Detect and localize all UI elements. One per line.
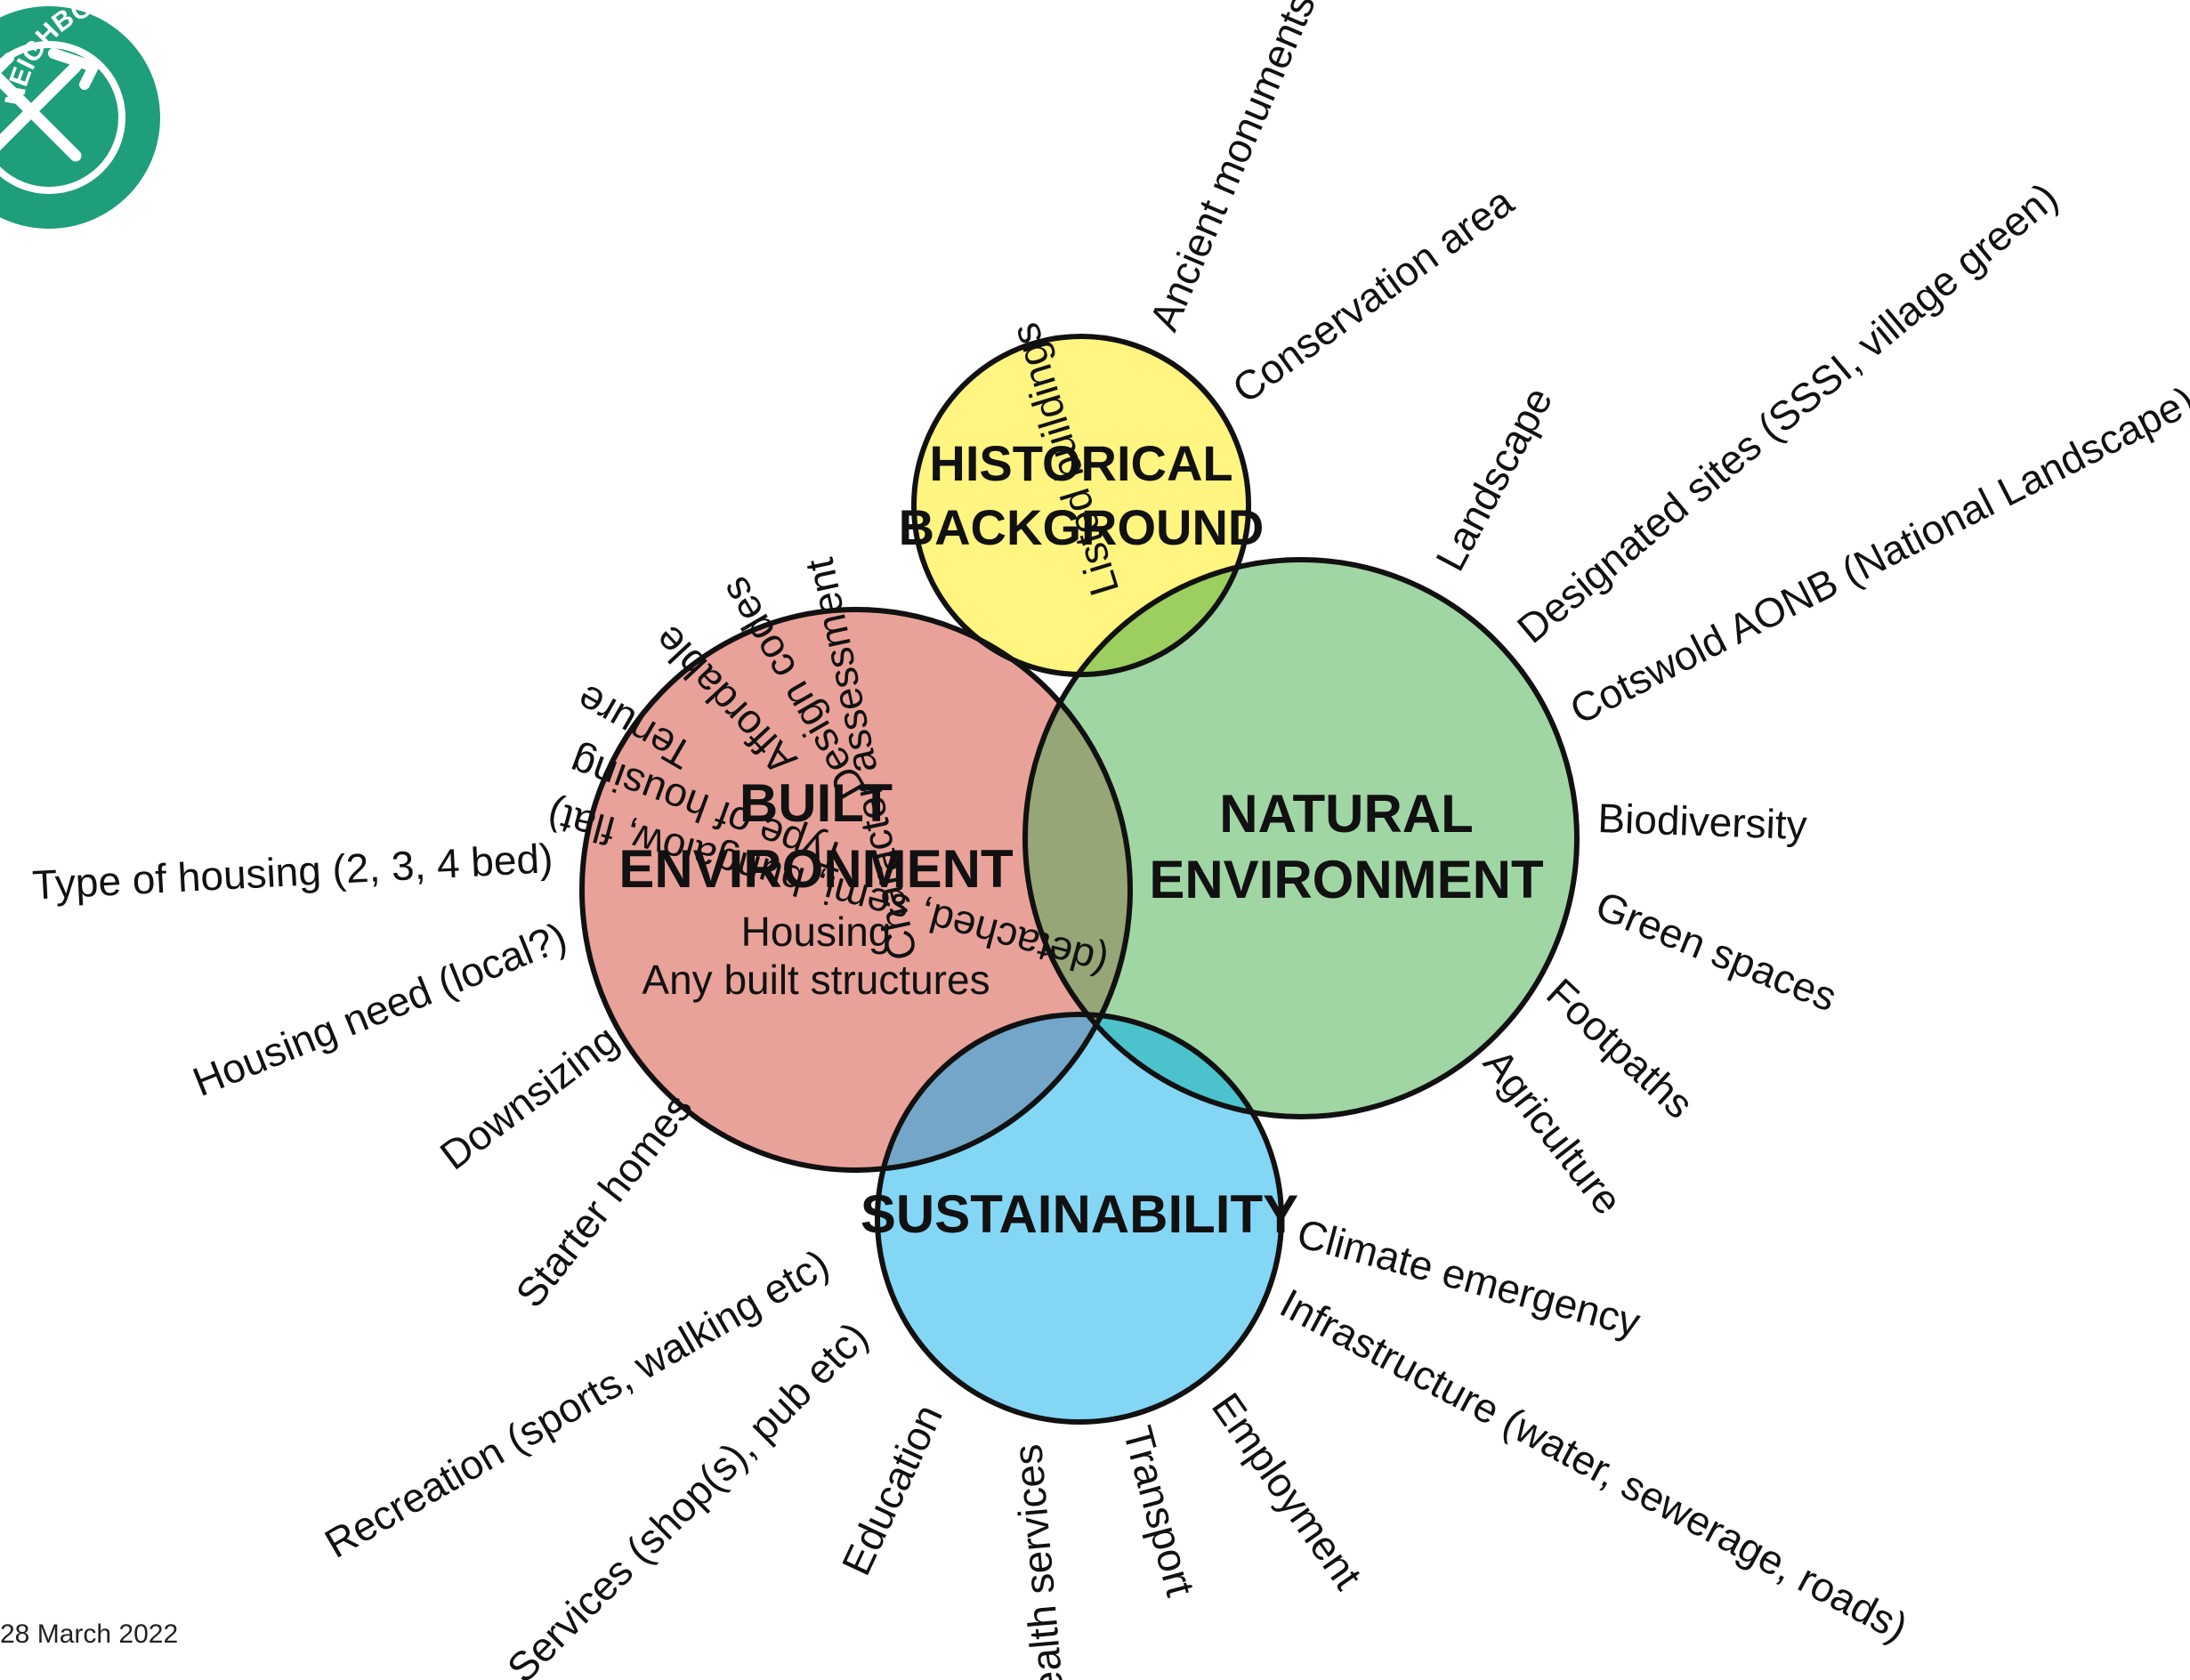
footer-date: 28 March 2022: [0, 1619, 179, 1649]
label-housing-need: Housing need (local?): [186, 913, 572, 1105]
natural-title-line1: NATURAL: [1219, 784, 1474, 844]
label-health-services: Health services: [1004, 1442, 1074, 1680]
neighbourhood-plan-badge: NEIGHBOURHOOD PLAN: [0, 0, 267, 229]
label-transport: Transport: [1114, 1421, 1204, 1601]
built-title-line2: ENVIRONMENT: [618, 839, 1013, 899]
label-ancient-monuments: Ancient monuments: [1140, 0, 1324, 337]
label-education: Education: [832, 1397, 951, 1581]
built-subtitle-housing: Housing: [741, 909, 892, 955]
badge-background: [0, 6, 160, 229]
label-conservation-area: Conservation area: [1224, 178, 1522, 412]
sustainability-title: SUSTAINABILITY: [861, 1184, 1298, 1244]
label-downsizing: Downsizing: [432, 1015, 626, 1178]
built-title-line1: BUILT: [739, 773, 893, 833]
label-green-spaces: Green spaces: [1589, 882, 1843, 1020]
label-cotswold-aonb: Cotswold AONB (National Landscape): [1563, 377, 2190, 733]
label-biodiversity: Biodiversity: [1597, 795, 1808, 848]
label-footpaths: Footpaths: [1538, 969, 1702, 1127]
built-environment-circle: [582, 610, 1130, 1170]
built-subtitle-structures: Any built structures: [642, 957, 990, 1003]
historical-title-line1: HISTORICAL: [929, 435, 1232, 491]
label-employment: Employment: [1203, 1385, 1371, 1597]
label-type-of-housing-beds: Type of housing (2, 3, 4 bed): [31, 835, 554, 909]
label-services: Services (shop(s), pub etc): [498, 1312, 877, 1680]
historical-circle: [914, 336, 1249, 674]
label-landscape: Landscape: [1426, 380, 1562, 578]
historical-title-line2: BACKGROUND: [899, 499, 1265, 555]
circle-outlines: [579, 334, 1580, 1425]
built-sustainability-overlap: [877, 1014, 1130, 1170]
badge-ring: [0, 41, 125, 194]
natural-title-line2: ENVIRONMENT: [1149, 850, 1543, 909]
natural-environment-circle: [1025, 560, 1577, 1117]
